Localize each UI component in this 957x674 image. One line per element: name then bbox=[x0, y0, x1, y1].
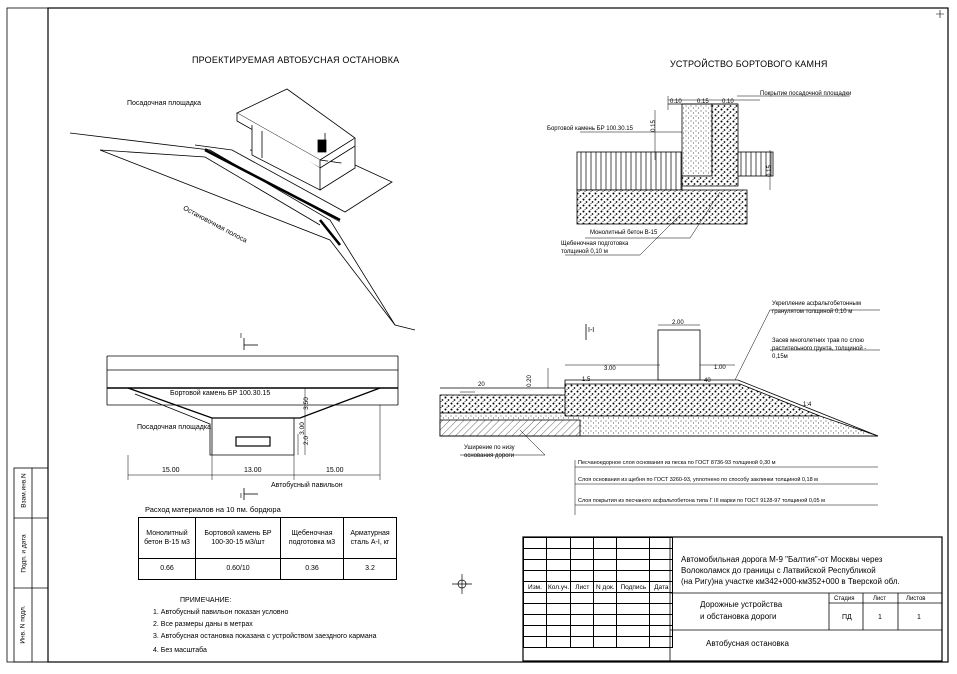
materials-title: Расход материалов на 10 пм. бордюра bbox=[145, 505, 281, 514]
section-slope: 1:4 bbox=[803, 402, 812, 408]
section-dim-300: 3.00 bbox=[604, 366, 616, 372]
plan-platform-label: Посадочная площадка bbox=[137, 424, 211, 431]
bus-stop-title: ПРОЕКТИРУЕМАЯ АВТОБУСНАЯ ОСТАНОВКА bbox=[192, 55, 400, 65]
curb-dim-e: 0.15 bbox=[766, 165, 773, 177]
mat-header-steel: Арматурная сталь А-I, кг bbox=[343, 517, 397, 559]
stamp-h-doc: N док. bbox=[593, 581, 618, 593]
side-stamp-sign: Подп. и дата bbox=[20, 534, 28, 573]
plan-dim-middle: 13.00 bbox=[244, 467, 262, 474]
note-1: 1. Автобусный павильон показан условно bbox=[153, 609, 289, 616]
section-widening-label: Уширение по низу основания дороги bbox=[464, 445, 515, 459]
curb-dim-d: 0.15 bbox=[650, 120, 657, 132]
stamp-col-stage: Стадия bbox=[834, 596, 855, 602]
plan-dim-350: 3.50 bbox=[302, 397, 310, 410]
curb-gravel-label: Щебеночная подготовка толщиной 0,10 м bbox=[561, 241, 629, 255]
stamp-section-line1: Дорожные устройства bbox=[700, 600, 783, 609]
stamp-header-row: Изм. Кол.уч. Лист N док. Подпись Дата bbox=[523, 581, 674, 593]
stamp-h-count: Кол.уч. bbox=[545, 581, 572, 593]
corner-mark bbox=[936, 10, 944, 18]
stamp-stage: ПД bbox=[842, 614, 852, 621]
curb-concrete-label: Монолитный бетон В-15 bbox=[590, 230, 658, 236]
plan-dim-left: 15.00 bbox=[162, 467, 180, 474]
plan-curb-label: Бортовой камень БР 100.30.15 bbox=[170, 390, 271, 397]
stamp-sheet-title: Автобусная остановка bbox=[706, 639, 789, 648]
section-reinforce-label: Укрепление асфальтобетонным гранулятом т… bbox=[772, 301, 861, 315]
mat-header-concrete: Монолитный бетон В-15 м3 bbox=[138, 517, 196, 559]
section-dim-200: 2.00 bbox=[672, 320, 684, 326]
stamp-col-sheets: Листов bbox=[906, 596, 926, 602]
perspective-view bbox=[69, 88, 416, 331]
mat-header-gravel: Щебеночная подготовка м3 bbox=[280, 517, 344, 559]
note-3: 3. Автобусная остановка показана с устро… bbox=[153, 633, 377, 640]
mat-value-stone: 0.60/10 bbox=[195, 558, 281, 580]
section-dim-100: 1.00 bbox=[714, 365, 726, 371]
stamp-sheets: 1 bbox=[917, 614, 921, 621]
note-4: 4. Без масштаба bbox=[153, 647, 207, 654]
note-2: 2. Все размеры даны в метрах bbox=[153, 621, 253, 628]
plan-pavilion-label: Автобусный павильон bbox=[271, 482, 343, 489]
mat-value-concrete: 0.66 bbox=[138, 558, 196, 580]
section-title: I-I bbox=[588, 327, 595, 334]
section-layer3: Слоя покрытия из песчаного асфальтобетон… bbox=[578, 498, 825, 504]
curb-dim-b: 0.15 bbox=[697, 99, 709, 105]
section-layer2: Слоя основания из щебня по ГОСТ 3260-93,… bbox=[578, 477, 818, 483]
plan-dim-right: 15.00 bbox=[326, 467, 344, 474]
section-view bbox=[439, 309, 880, 515]
section-layer1: Песчаноедорное слоя основания из песка п… bbox=[578, 460, 776, 466]
materials-header-row: Монолитный бетон В-15 м3 Бортовой камень… bbox=[138, 517, 397, 559]
section-mark-bottom: I bbox=[240, 493, 242, 500]
platform-label: Посадочная площадка bbox=[127, 100, 201, 107]
inner-frame bbox=[47, 7, 949, 663]
plan-view bbox=[106, 338, 399, 500]
stamp-h-change: Изм. bbox=[523, 581, 547, 593]
stamp-h-sign: Подпись bbox=[616, 581, 651, 593]
side-stamp bbox=[13, 467, 49, 663]
section-seeding-label: Засев многолетних трав по слою раститель… bbox=[772, 338, 867, 360]
curb-dim-a: 0.10 bbox=[670, 99, 682, 105]
section-dim-20: 20 bbox=[478, 382, 485, 388]
materials-value-row: 0.66 0.60/10 0.36 3.2 bbox=[138, 558, 397, 580]
plan-dim-3: 3.00 bbox=[298, 422, 306, 435]
stamp-h-sheet: Лист bbox=[570, 581, 595, 593]
mat-value-gravel: 0.36 bbox=[280, 558, 344, 580]
side-stamp-inv: Взам.инв.N bbox=[20, 473, 28, 508]
stamp-grid: Изм. Кол.уч. Лист N док. Подпись Дата bbox=[523, 537, 674, 648]
curb-coating-label: Покрытие посадочной площадки bbox=[760, 91, 852, 97]
mat-header-stone: Бортовой камень БР 100-30-15 м3/шт bbox=[195, 517, 281, 559]
curb-detail bbox=[565, 95, 850, 256]
section-dim-40: 40 bbox=[704, 378, 711, 384]
curb-title: УСТРОЙСТВО БОРТОВОГО КАМНЯ bbox=[670, 59, 828, 69]
stamp-col-sheet: Лист bbox=[873, 596, 887, 602]
stamp-h-date: Дата bbox=[649, 581, 674, 593]
curb-dim-c: 0.10 bbox=[722, 99, 734, 105]
materials-table: Монолитный бетон В-15 м3 Бортовой камень… bbox=[138, 517, 397, 580]
stamp-project-line1: Автомобильная дорога М-9 "Балтия"-от Мос… bbox=[681, 555, 883, 564]
stamp-project-line2: Волоколамск до границы с Латвийской Респ… bbox=[681, 566, 876, 575]
section-dim-020: 0.20 bbox=[526, 375, 533, 387]
plan-dim-2: 2.0 bbox=[303, 435, 311, 446]
section-mark-top: I bbox=[240, 333, 242, 340]
notes-title: ПРИМЕЧАНИЕ: bbox=[180, 597, 232, 604]
center-cross bbox=[452, 574, 472, 594]
curb-stone-label: Бортовой камень БР 100.30.15 bbox=[547, 126, 633, 132]
side-stamp-orig: Инв. N подл. bbox=[19, 605, 27, 644]
stamp-project-line3: (на Ригу)на участке км342+000-км352+000 … bbox=[681, 577, 900, 586]
section-dim-15: 1.5 bbox=[582, 377, 591, 383]
mat-value-steel: 3.2 bbox=[343, 558, 397, 580]
stamp-section-line2: и обстановка дороги bbox=[700, 612, 777, 621]
stamp-sheet: 1 bbox=[878, 614, 882, 621]
